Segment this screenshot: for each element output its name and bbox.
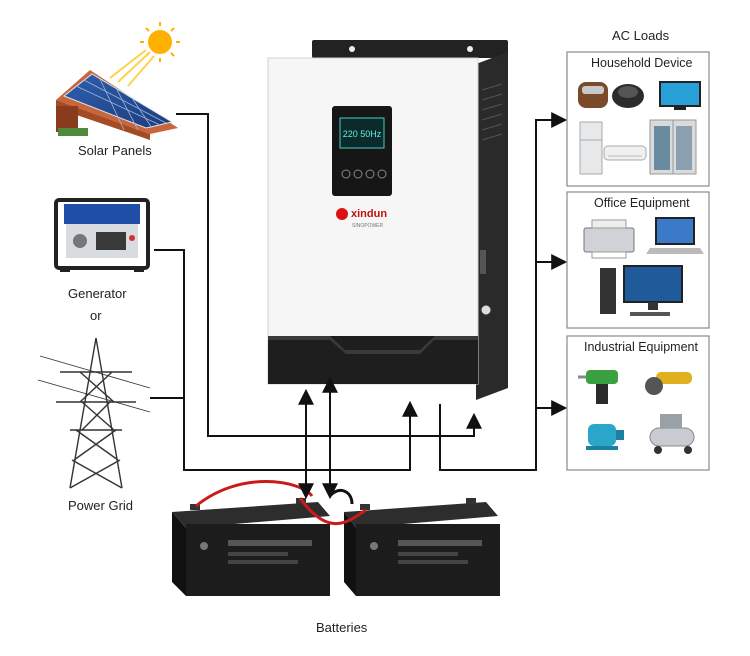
inverter-brand-sub: SINOPOWER — [352, 223, 384, 229]
ac-loads-title: AC Loads — [612, 28, 670, 43]
rice-cooker-icon — [578, 82, 608, 108]
batteries-label: Batteries — [316, 620, 368, 635]
industrial-equipment-title: Industrial Equipment — [584, 340, 698, 354]
air-compressor-icon — [649, 414, 695, 454]
laptop-icon — [646, 217, 704, 254]
generator-icon — [54, 198, 150, 272]
sun-icon — [109, 22, 180, 87]
solar-panel-icon — [56, 70, 178, 140]
desktop-computer-icon — [600, 265, 683, 316]
connection-lines — [150, 112, 568, 500]
office-equipment-title: Office Equipment — [594, 196, 690, 210]
power-grid-label: Power Grid — [68, 498, 134, 513]
household-device-title: Household Device — [591, 56, 693, 70]
battery-cable-black — [328, 488, 354, 505]
or-label: or — [90, 308, 102, 323]
microwave-icon — [612, 84, 644, 108]
office-equipment-box — [566, 191, 710, 329]
solar-panels-label: Solar Panels — [78, 143, 152, 158]
air-conditioner-icon — [603, 145, 647, 161]
battery-icon — [344, 498, 500, 596]
lcd-readout: 220 50Hz — [343, 129, 382, 139]
angle-grinder-icon — [645, 372, 692, 395]
power-tower-icon — [37, 337, 151, 489]
generator-label: Generator — [68, 286, 127, 301]
printer-icon — [583, 219, 635, 259]
inverter-unit — [267, 40, 508, 400]
motor-icon — [586, 424, 624, 450]
drill-icon — [578, 370, 618, 404]
battery-icon — [172, 498, 330, 596]
fridge-icon — [579, 119, 697, 175]
inverter-brand: xindun — [351, 208, 387, 220]
tv-icon — [659, 81, 701, 110]
